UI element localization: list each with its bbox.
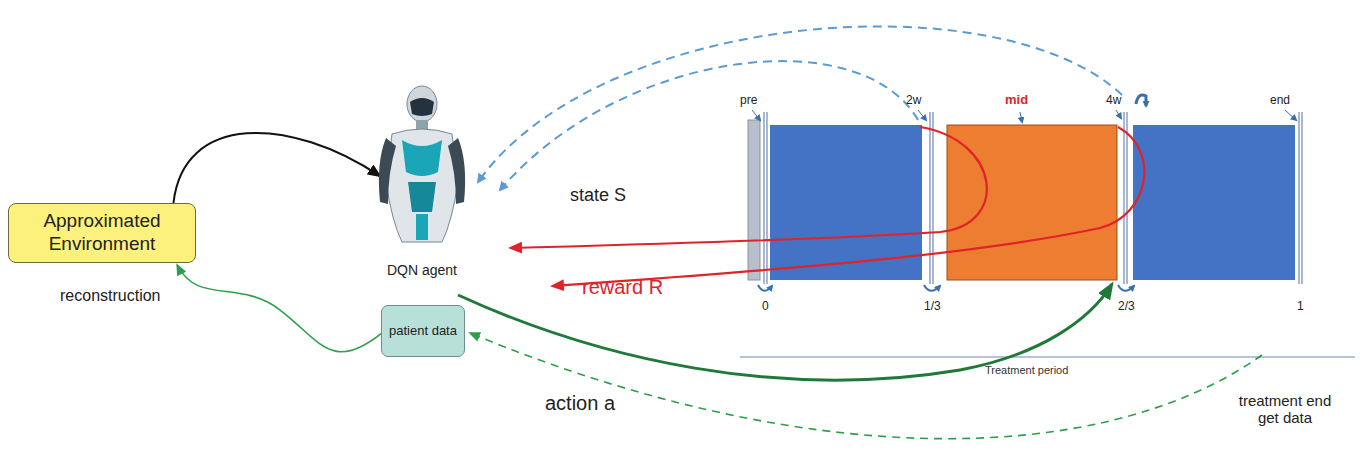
state-arrow [478, 26, 1122, 182]
node-text: DQN agent [387, 262, 457, 278]
annotation-label: action a [545, 392, 615, 415]
annotation-label: treatment end get data [1230, 392, 1340, 427]
annotation-label: 4w [1106, 94, 1121, 108]
step-arrows [758, 95, 1146, 291]
node-text: patient data [389, 323, 457, 339]
period-block [1133, 125, 1295, 280]
data-box: patient data [381, 305, 465, 357]
agent-figure: DQN agent [372, 82, 472, 278]
edge-label: reconstruction [58, 287, 163, 305]
node-text: Approximated Environment [19, 210, 185, 256]
annotation-label: end [1270, 94, 1290, 108]
data-return-arrow [470, 333, 1262, 439]
mid-block [947, 125, 1117, 280]
divider-lines [764, 112, 1302, 284]
connector-arrow [173, 133, 380, 203]
environment-box: Approximated Environment [8, 203, 196, 263]
annotation-label: 1/3 [924, 300, 941, 314]
reward-arrow [552, 127, 1144, 286]
reward-arrow [510, 127, 987, 248]
leader-ticks [752, 110, 1296, 122]
annotation-label: Treatment period [985, 364, 1068, 377]
annotation-label: 1 [1297, 300, 1304, 314]
annotation-label: state S [570, 185, 626, 206]
annotation-label: reward R [582, 276, 663, 299]
time-axis [740, 357, 1355, 358]
annotation-label: mid [1005, 93, 1028, 108]
pre-bar [748, 120, 760, 280]
annotation-label: 2/3 [1118, 300, 1135, 314]
annotation-label: 2w [906, 94, 921, 108]
state-arrow [500, 61, 918, 190]
connector-arrow [177, 265, 381, 352]
annotation-label: pre [740, 94, 757, 108]
robot-illustration [372, 82, 472, 278]
annotation-label: 0 [762, 300, 769, 314]
